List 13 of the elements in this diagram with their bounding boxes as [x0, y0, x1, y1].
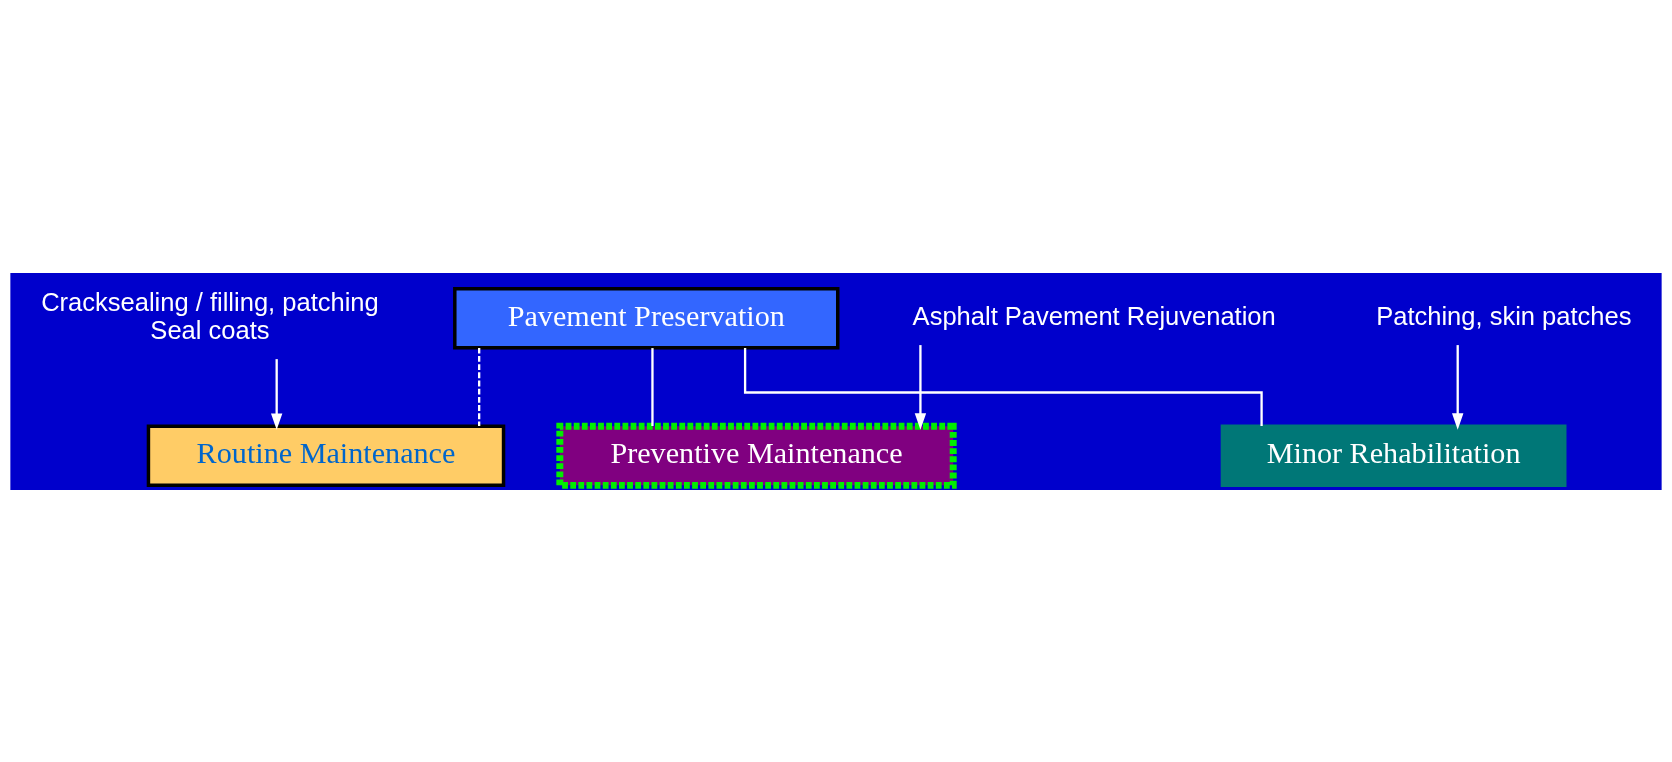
- node-box: Pavement Preservation: [453, 286, 840, 350]
- node-text: Cracksealing / filling, patching Seal coats: [41, 287, 379, 344]
- node-text: Patching, skin patches: [1376, 301, 1632, 330]
- arrow: [914, 344, 927, 430]
- connector: [743, 347, 1263, 426]
- node-box: Preventive Maintenance: [556, 422, 957, 489]
- node-box: Minor Rehabilitation: [1220, 423, 1567, 487]
- node-box: Routine Maintenance: [146, 423, 506, 487]
- node-text: Asphalt Pavement Rejuvenation: [912, 301, 1276, 330]
- arrow: [270, 358, 283, 430]
- connector: [478, 347, 481, 426]
- arrow: [1452, 344, 1464, 430]
- connector: [651, 347, 654, 426]
